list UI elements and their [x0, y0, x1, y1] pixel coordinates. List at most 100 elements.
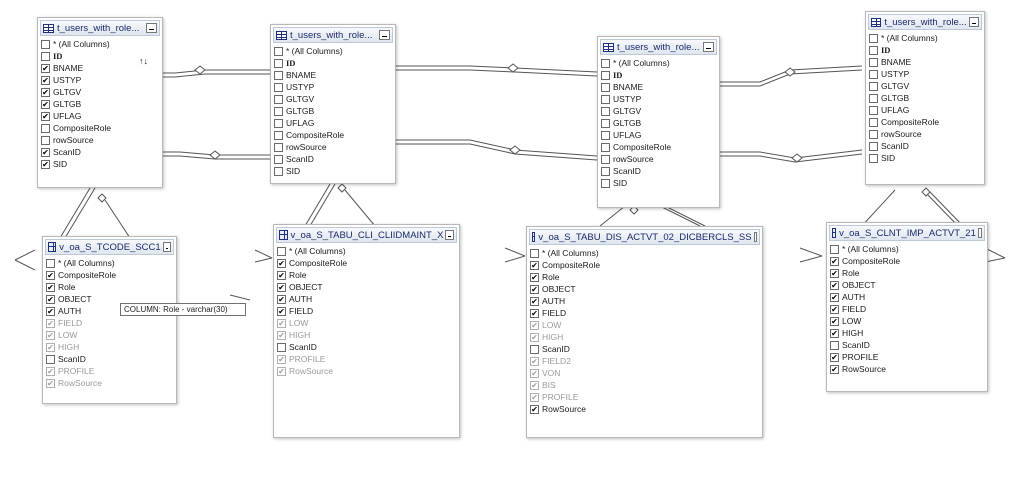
table-header[interactable]: t_users_with_role...: [273, 27, 393, 43]
minimize-button[interactable]: [968, 17, 979, 27]
column-checkbox[interactable]: [869, 57, 878, 67]
column-checkbox[interactable]: [41, 63, 50, 73]
column-row[interactable]: RowSource: [46, 377, 176, 389]
column-row[interactable]: * (All Columns): [530, 247, 762, 259]
column-checkbox[interactable]: [274, 130, 283, 140]
minimize-button[interactable]: [379, 30, 390, 40]
column-row[interactable]: CompositeRole: [869, 116, 984, 128]
column-checkbox[interactable]: [277, 354, 286, 364]
column-checkbox[interactable]: [601, 166, 610, 176]
column-row[interactable]: BNAME: [41, 62, 162, 74]
column-checkbox[interactable]: [830, 280, 839, 290]
column-row[interactable]: ID: [274, 57, 395, 69]
column-checkbox[interactable]: [41, 87, 50, 97]
column-checkbox[interactable]: [41, 135, 50, 145]
column-checkbox[interactable]: [46, 294, 55, 304]
column-row[interactable]: HIGH: [277, 329, 459, 341]
column-row[interactable]: USTYP: [601, 93, 719, 105]
column-row[interactable]: OBJECT: [46, 293, 176, 305]
column-checkbox[interactable]: [830, 352, 839, 362]
column-row[interactable]: AUTH: [46, 305, 176, 317]
column-row[interactable]: * (All Columns): [277, 245, 459, 257]
column-row[interactable]: Role: [830, 267, 987, 279]
column-checkbox[interactable]: [530, 356, 539, 366]
column-checkbox[interactable]: [274, 154, 283, 164]
column-checkbox[interactable]: [274, 142, 283, 152]
column-row[interactable]: ScanID: [41, 146, 162, 158]
column-checkbox[interactable]: [530, 368, 539, 378]
column-row[interactable]: PROFILE: [530, 391, 762, 403]
minimize-button[interactable]: [445, 230, 454, 240]
column-checkbox[interactable]: [530, 272, 539, 282]
column-checkbox[interactable]: [277, 246, 286, 256]
column-row[interactable]: GLTGV: [601, 105, 719, 117]
table-t-users-with-roles-1[interactable]: t_users_with_role... ↑↓ * (All Columns)I…: [37, 17, 163, 188]
column-row[interactable]: USTYP: [41, 74, 162, 86]
column-row[interactable]: ID: [601, 69, 719, 81]
column-row[interactable]: AUTH: [830, 291, 987, 303]
column-row[interactable]: UFLAG: [274, 117, 395, 129]
column-checkbox[interactable]: [830, 268, 839, 278]
column-checkbox[interactable]: [830, 292, 839, 302]
minimize-button[interactable]: [753, 232, 757, 242]
column-row[interactable]: GLTGV: [41, 86, 162, 98]
view-header[interactable]: v_oa_S_CLNT_IMP_ACTVT_21: [829, 225, 985, 241]
column-row[interactable]: FIELD: [46, 317, 176, 329]
column-row[interactable]: BIS: [530, 379, 762, 391]
column-row[interactable]: rowSource: [41, 134, 162, 146]
column-row[interactable]: CompositeRole: [830, 255, 987, 267]
column-checkbox[interactable]: [830, 316, 839, 326]
column-row[interactable]: OBJECT: [530, 283, 762, 295]
column-row[interactable]: SID: [41, 158, 162, 170]
column-checkbox[interactable]: [277, 306, 286, 316]
column-checkbox[interactable]: [46, 270, 55, 280]
column-checkbox[interactable]: [530, 284, 539, 294]
column-row[interactable]: CompositeRole: [277, 257, 459, 269]
column-row[interactable]: USTYP: [274, 81, 395, 93]
column-row[interactable]: HIGH: [830, 327, 987, 339]
column-checkbox[interactable]: [830, 256, 839, 266]
column-checkbox[interactable]: [274, 106, 283, 116]
view-v-oa-s-tabu-cli-cliidmaint-x[interactable]: v_oa_S_TABU_CLI_CLIIDMAINT_X * (All Colu…: [273, 224, 460, 438]
column-checkbox[interactable]: [277, 282, 286, 292]
column-row[interactable]: * (All Columns): [869, 32, 984, 44]
column-checkbox[interactable]: [869, 153, 878, 163]
column-checkbox[interactable]: [530, 308, 539, 318]
column-checkbox[interactable]: [274, 70, 283, 80]
column-checkbox[interactable]: [601, 118, 610, 128]
column-row[interactable]: GLTGB: [274, 105, 395, 117]
column-checkbox[interactable]: [830, 244, 839, 254]
column-row[interactable]: UFLAG: [869, 104, 984, 116]
column-checkbox[interactable]: [601, 178, 610, 188]
column-checkbox[interactable]: [46, 318, 55, 328]
column-row[interactable]: * (All Columns): [274, 45, 395, 57]
column-checkbox[interactable]: [869, 81, 878, 91]
column-row[interactable]: RowSource: [277, 365, 459, 377]
column-row[interactable]: ScanID: [601, 165, 719, 177]
column-row[interactable]: PROFILE: [46, 365, 176, 377]
column-checkbox[interactable]: [530, 404, 539, 414]
column-checkbox[interactable]: [869, 129, 878, 139]
table-header[interactable]: t_users_with_role...: [868, 14, 982, 30]
column-checkbox[interactable]: [601, 154, 610, 164]
column-checkbox[interactable]: [46, 366, 55, 376]
column-checkbox[interactable]: [530, 344, 539, 354]
column-row[interactable]: HIGH: [530, 331, 762, 343]
column-row[interactable]: GLTGB: [41, 98, 162, 110]
column-checkbox[interactable]: [830, 364, 839, 374]
column-checkbox[interactable]: [41, 147, 50, 157]
column-checkbox[interactable]: [869, 93, 878, 103]
column-checkbox[interactable]: [277, 366, 286, 376]
column-row[interactable]: AUTH: [530, 295, 762, 307]
column-checkbox[interactable]: [277, 342, 286, 352]
view-v-oa-s-tcode-scc1[interactable]: v_oa_S_TCODE_SCC1 * (All Columns)Composi…: [42, 236, 177, 404]
view-header[interactable]: v_oa_S_TABU_DIS_ACTVT_02_DICBERCLS_SS: [529, 229, 760, 245]
column-checkbox[interactable]: [277, 294, 286, 304]
column-row[interactable]: PROFILE: [830, 351, 987, 363]
column-checkbox[interactable]: [530, 392, 539, 402]
column-row[interactable]: rowSource: [869, 128, 984, 140]
column-checkbox[interactable]: [274, 94, 283, 104]
column-checkbox[interactable]: [830, 328, 839, 338]
